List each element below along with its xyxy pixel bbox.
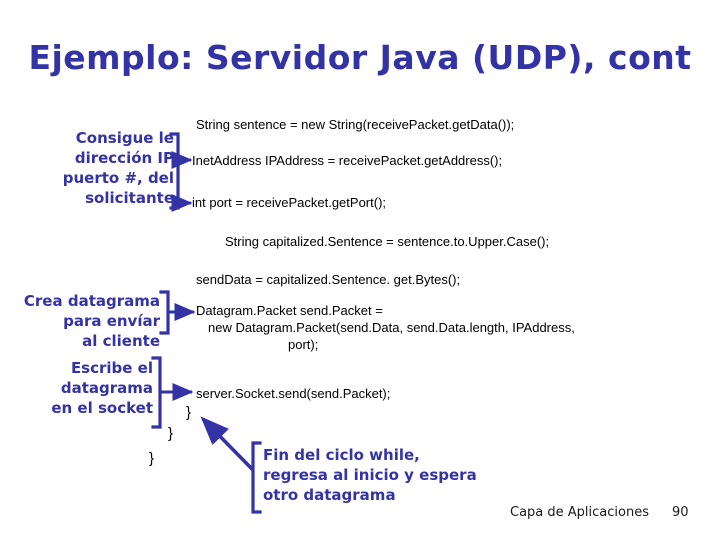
code-line-get-address: InetAddress IPAddress = receivePacket.ge…: [192, 153, 503, 168]
code-line-socket-send: server.Socket.send(send.Packet);: [196, 386, 391, 401]
footer-page-number: 90: [672, 505, 689, 520]
code-line-to-upper-case: String capitalized.Sentence = sentence.t…: [225, 234, 550, 249]
code-line-get-port: int port = receivePacket.getPort();: [192, 195, 387, 210]
bracket-get-address-port: [169, 132, 193, 212]
closing-brace-outer: }: [149, 450, 155, 467]
code-line-get-data: String sentence = new String(receivePack…: [196, 117, 515, 132]
write-datagram-label: Escribe el datagrama en el socket: [51, 359, 153, 417]
closing-brace-inner: }: [186, 404, 192, 421]
end-while-label: Fin del ciclo while, regresa al inicio y…: [263, 446, 477, 504]
code-line-send-packet-port: port);: [288, 337, 319, 352]
create-datagram-label: Crea datagrama para envíar al cliente: [23, 292, 160, 350]
bracket-end-while: [200, 416, 262, 514]
code-line-get-bytes: sendData = capitalized.Sentence. get.Byt…: [196, 272, 461, 287]
get-address-port-label: Consigue le dirección IP puerto #, del s…: [62, 129, 174, 207]
code-line-send-packet-new: new Datagram.Packet(send.Data, send.Data…: [208, 320, 575, 335]
footer-label: Capa de Aplicaciones: [510, 505, 649, 520]
bracket-create-datagram: [159, 290, 196, 335]
code-line-send-packet-decl: Datagram.Packet send.Packet =: [196, 303, 383, 318]
closing-brace-middle: }: [168, 425, 174, 442]
page-title: Ejemplo: Servidor Java (UDP), cont: [28, 38, 692, 77]
